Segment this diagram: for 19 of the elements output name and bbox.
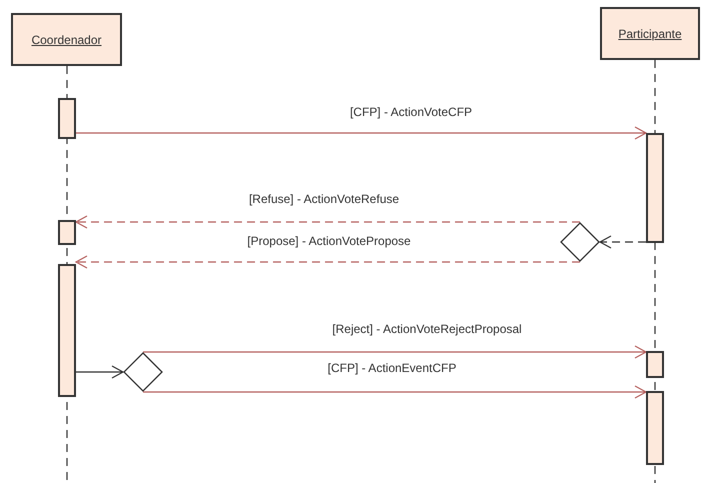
activation-bar bbox=[646, 133, 664, 243]
message-arrow bbox=[143, 345, 647, 359]
decision-diamond bbox=[560, 222, 600, 262]
message-arrow bbox=[75, 215, 580, 229]
decision-diamond bbox=[123, 352, 163, 392]
message-arrow bbox=[76, 126, 647, 140]
message-arrow bbox=[75, 255, 580, 269]
message-arrow bbox=[143, 385, 647, 399]
activation-bar bbox=[646, 391, 664, 465]
participant-name: Participante bbox=[618, 26, 682, 42]
activation-bar bbox=[58, 98, 76, 139]
participant-name: Coordenador bbox=[31, 32, 102, 48]
activation-bar bbox=[646, 351, 664, 378]
activation-bar bbox=[58, 220, 76, 245]
lifeline-header bbox=[600, 7, 700, 60]
activation-bar bbox=[58, 264, 76, 397]
message-arrow bbox=[599, 235, 646, 249]
lifeline-header bbox=[11, 13, 122, 66]
message-arrow bbox=[76, 365, 124, 379]
